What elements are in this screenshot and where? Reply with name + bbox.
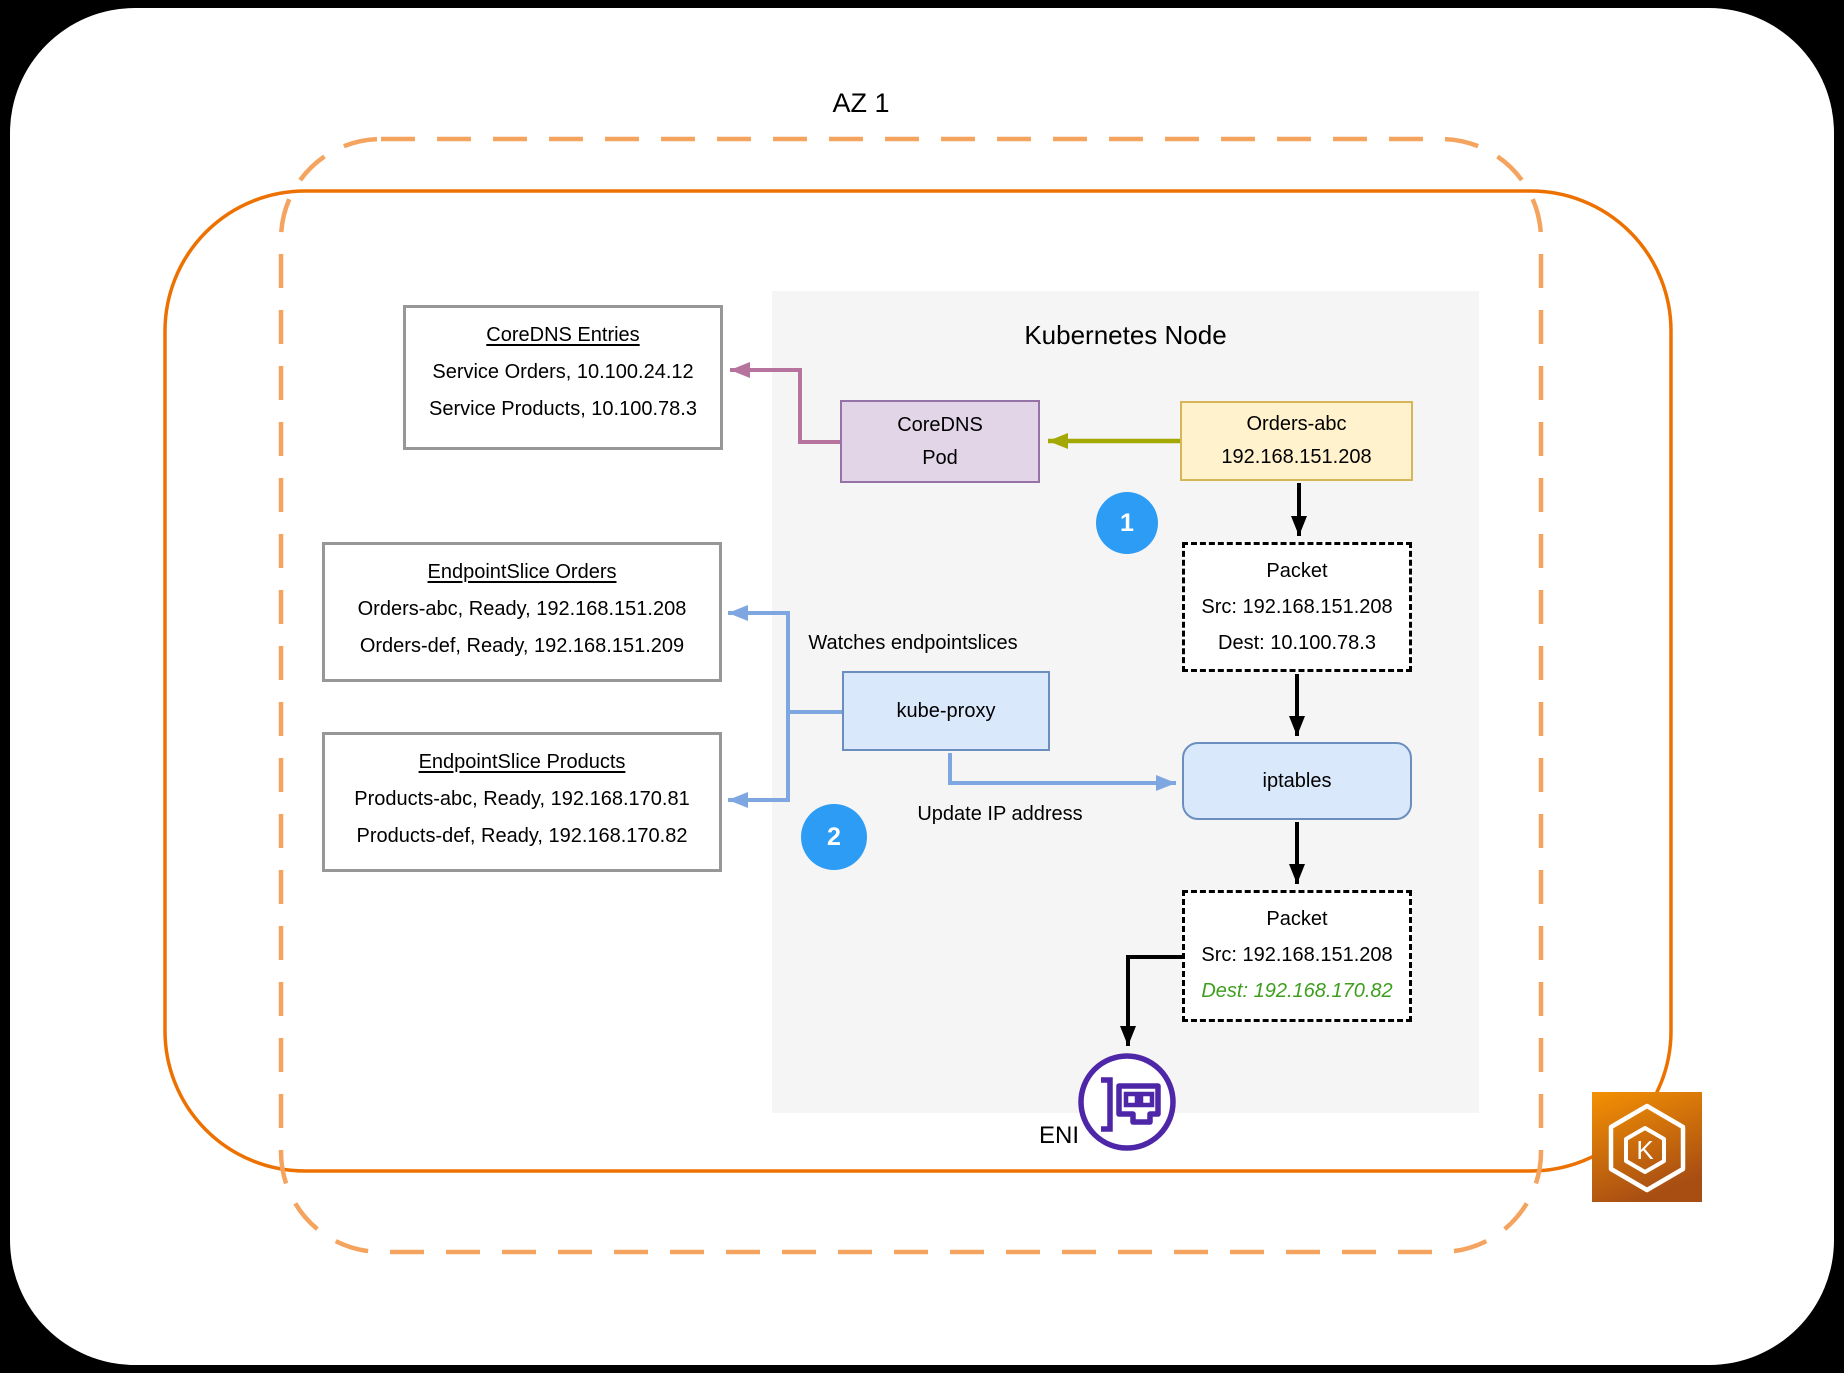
packet-title: Packet — [1266, 560, 1328, 582]
endpointslice-products-box: EndpointSlice Products Products-abc, Rea… — [322, 732, 722, 872]
endpointslice-orders-box: EndpointSlice Orders Orders-abc, Ready, … — [322, 542, 722, 682]
step-2-badge: 2 — [801, 804, 867, 870]
update-ip-address-label: Update IP address — [917, 803, 1083, 825]
iptables-label: iptables — [1262, 769, 1332, 792]
endpointslice-products-title: EndpointSlice Products — [418, 751, 626, 773]
watches-endpointslices-label: Watches endpointslices — [808, 632, 1018, 654]
endpointslice-products-line: Products-def, Ready, 192.168.170.82 — [356, 825, 688, 847]
packet-box-rewritten: Packet Src: 192.168.151.208 Dest: 192.16… — [1182, 890, 1412, 1022]
eni-icon — [1078, 1053, 1176, 1151]
packet-title: Packet — [1266, 908, 1328, 930]
packet-src: Src: 192.168.151.208 — [1201, 596, 1393, 618]
packet-dest: Dest: 10.100.78.3 — [1218, 632, 1376, 654]
endpointslice-orders-line: Orders-def, Ready, 192.168.151.209 — [359, 635, 685, 657]
packet-box-original: Packet Src: 192.168.151.208 Dest: 10.100… — [1182, 542, 1412, 672]
endpointslice-products-line: Products-abc, Ready, 192.168.170.81 — [354, 788, 690, 810]
packet-src: Src: 192.168.151.208 — [1201, 944, 1393, 966]
eks-icon: K — [1592, 1092, 1702, 1202]
iptables-box: iptables — [1182, 742, 1412, 820]
endpointslice-orders-title: EndpointSlice Orders — [427, 561, 617, 583]
coredns-pod-line: Pod — [922, 446, 958, 469]
orders-abc-pod-box: Orders-abc 192.168.151.208 — [1180, 401, 1413, 481]
az-label: AZ 1 — [832, 88, 890, 118]
coredns-entries-box: CoreDNS Entries Service Orders, 10.100.2… — [403, 305, 723, 450]
eni-label: ENI — [1038, 1122, 1079, 1149]
coredns-pod-line: CoreDNS — [897, 413, 983, 436]
coredns-pod-box: CoreDNS Pod — [840, 400, 1040, 483]
endpointslice-orders-line: Orders-abc, Ready, 192.168.151.208 — [357, 598, 687, 620]
eks-inner-hexagon-outline — [1624, 1126, 1666, 1174]
step-1-badge: 1 — [1096, 492, 1158, 554]
orders-abc-name: Orders-abc — [1246, 413, 1347, 435]
coredns-entries-line: Service Products, 10.100.78.3 — [429, 398, 697, 420]
coredns-entries-line: Service Orders, 10.100.24.12 — [432, 361, 694, 383]
eks-hexagon-outline — [1608, 1103, 1686, 1193]
kube-proxy-label: kube-proxy — [896, 699, 996, 722]
packet-dest-rewritten: Dest: 192.168.170.82 — [1201, 980, 1393, 1002]
orders-abc-ip: 192.168.151.208 — [1221, 446, 1372, 468]
eks-letter: K — [1636, 1135, 1654, 1165]
coredns-entries-title: CoreDNS Entries — [486, 324, 640, 346]
kubernetes-node-title: Kubernetes Node — [1024, 320, 1227, 350]
kube-proxy-box: kube-proxy — [842, 671, 1050, 751]
